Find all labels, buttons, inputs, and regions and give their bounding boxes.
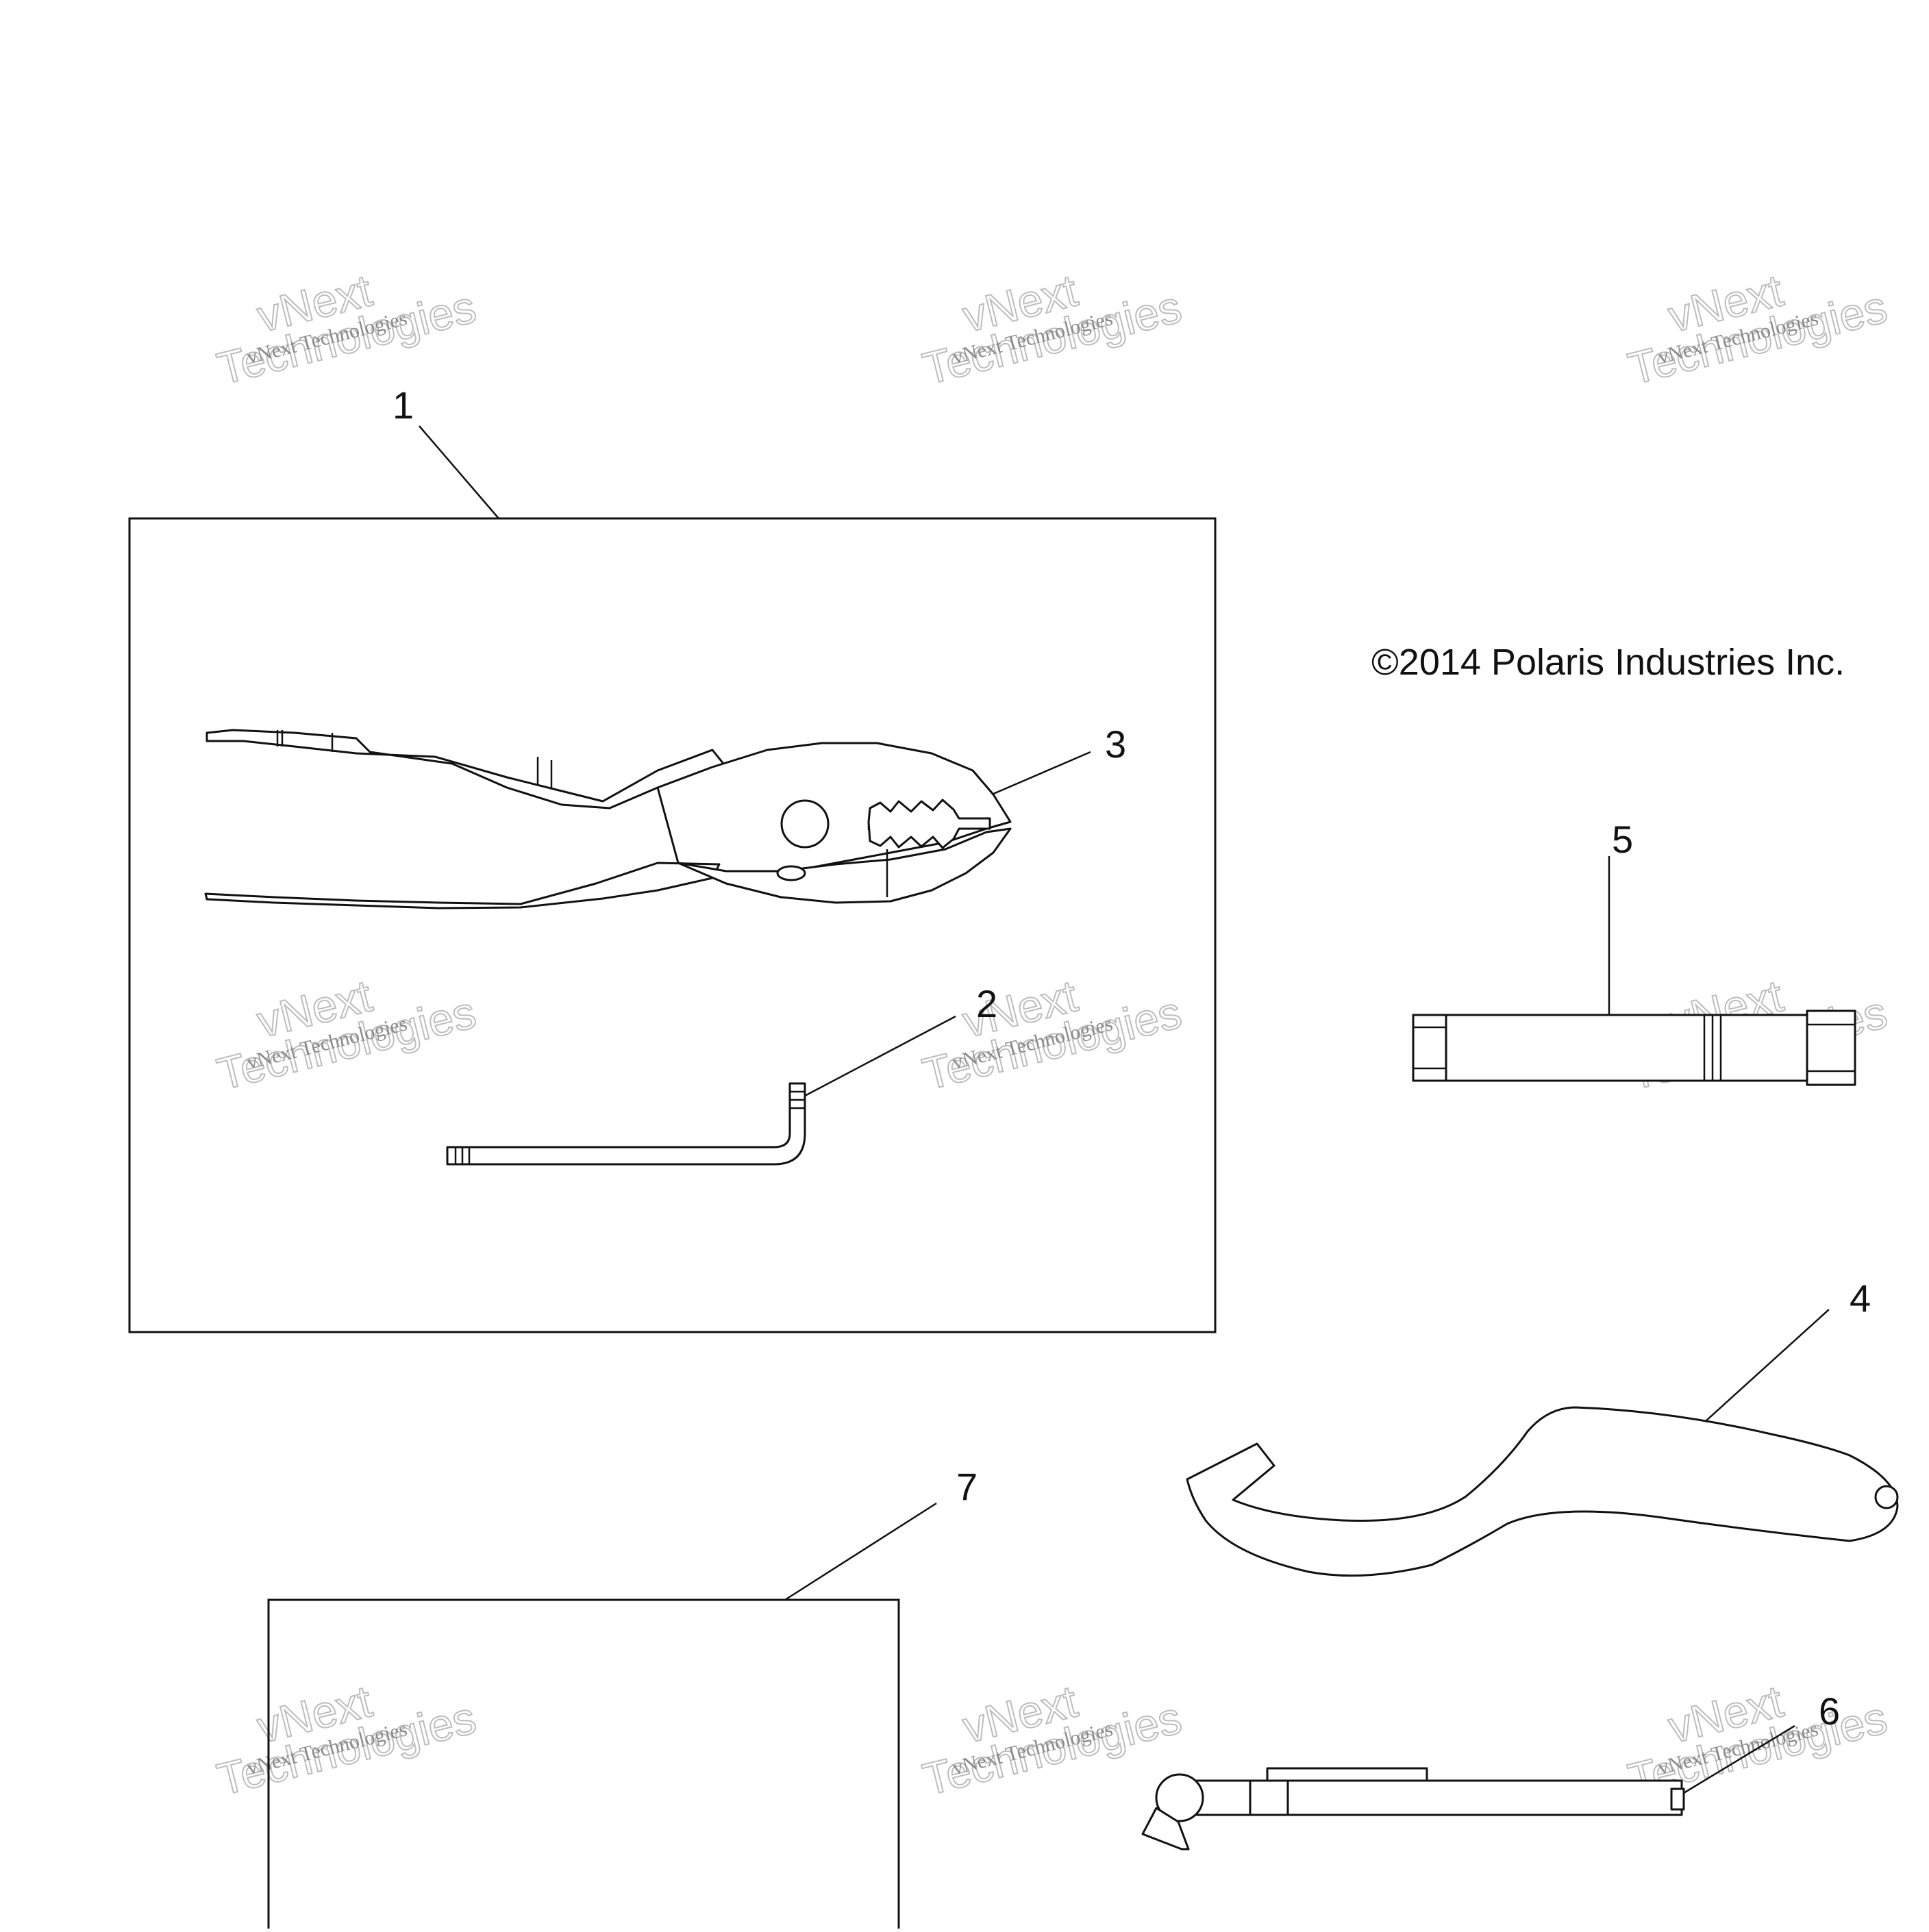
spark-plug-wrench-socket	[1141, 1807, 1190, 1851]
spark-plug-wrench-clip	[1266, 1767, 1428, 1782]
callout-2[interactable]: 2	[976, 982, 997, 1025]
kit-box-frame	[128, 517, 1217, 1333]
watermark-4: Technologies vNext vNext Technologies	[212, 969, 482, 1100]
spark-plug-wrench-collar	[1249, 1779, 1289, 1816]
spark-plug-wrench-tip	[1670, 1787, 1685, 1811]
spark-plug-wrench-ball-joint	[1155, 1773, 1204, 1822]
pliers-lower-jaw	[677, 827, 1012, 904]
part-1-kit-box[interactable]: 1	[128, 384, 1217, 1333]
part-6-spark-plug-wrench[interactable]: 6	[1141, 1690, 1840, 1851]
part-2-hex-key[interactable]: 2	[446, 982, 997, 1166]
part-3-pliers[interactable]: 3	[204, 723, 1126, 909]
part-4-spanner-wrench[interactable]: 4	[1186, 1277, 1899, 1577]
callout-1[interactable]: 1	[393, 384, 414, 427]
callout-4[interactable]: 4	[1850, 1277, 1871, 1320]
pliers-jaw-teeth	[867, 799, 991, 849]
pliers-pivot-nut	[776, 865, 806, 881]
socket-tool-body	[1412, 1014, 1808, 1082]
callout-3[interactable]: 3	[1105, 723, 1126, 766]
pliers-upper-handle	[206, 729, 727, 810]
callout-1-leader	[419, 425, 499, 519]
spanner-wrench-body	[1186, 1406, 1899, 1577]
pliers-lower-handle	[204, 862, 721, 909]
callout-7-leader	[784, 1502, 937, 1601]
pliers-pivot-rivet	[780, 799, 830, 849]
part-7-manual[interactable]: 7	[267, 1465, 978, 1929]
manual-outline	[267, 1598, 900, 1929]
callout-2-leader	[804, 1015, 956, 1097]
watermark-2: Technologies vNext vNext Technologies	[917, 264, 1187, 394]
callout-7[interactable]: 7	[956, 1465, 978, 1508]
copyright-notice: ©2014 Polaris Industries Inc.	[1371, 642, 1845, 683]
callout-6[interactable]: 6	[1819, 1690, 1840, 1733]
callout-5[interactable]: 5	[1612, 818, 1633, 861]
watermark-3: Technologies vNext vNext Technologies	[1623, 264, 1893, 394]
socket-tool-hex-end	[1806, 1009, 1856, 1086]
watermark-5: Technologies vNext vNext Technologies	[917, 969, 1187, 1100]
callout-3-leader	[991, 751, 1091, 796]
watermark-7: Technologies vNext vNext Technologies	[212, 1674, 482, 1805]
callout-4-leader	[1705, 1309, 1830, 1422]
watermark-1: Technologies vNext vNext Technologies	[212, 264, 482, 394]
socket-tool-left-end	[1412, 1014, 1447, 1082]
watermark-8: Technologies vNext vNext Technologies	[917, 1674, 1187, 1805]
hex-key-body	[446, 1082, 806, 1166]
spanner-wrench-hole	[1874, 1485, 1899, 1509]
callout-6-leader	[1683, 1724, 1795, 1794]
part-5-socket-tool[interactable]: 5	[1412, 818, 1856, 1086]
